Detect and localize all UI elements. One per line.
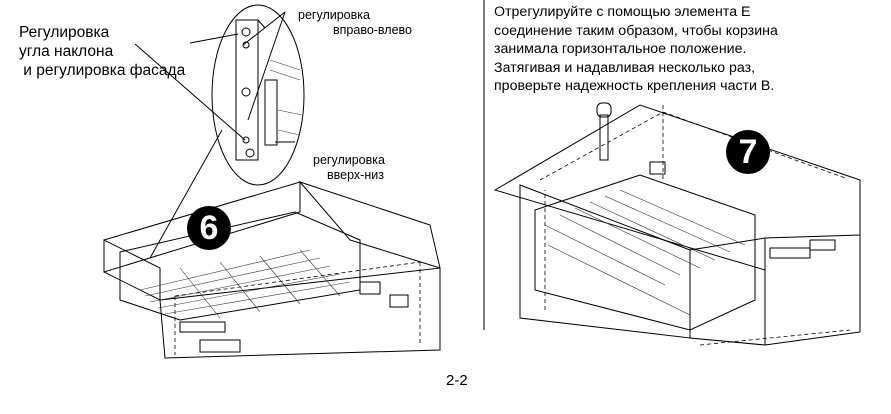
instruction-line: проверьте надежность крепления части В. [494,78,775,94]
instruction-line: занимала горизонтальное положение. [494,41,747,57]
label-up-down-adjustment: регулировка вверх-низ [313,153,385,183]
label-tilt-adjustment: Регулировка угла наклона и регулировка ф… [19,23,185,80]
page-number: 2-2 [446,372,468,389]
instruction-line: Затягивая и надавливая несколько раз, [494,59,756,76]
cabinet-drawing-step6 [103,180,441,359]
label-line: вправо-влево [333,23,412,37]
instruction-line: соединение таким образом, чтобы корзина [494,22,778,39]
label-line: регулировка [298,8,370,22]
step-7-instructions: Отрегулируйте с помощью элемента Е соеди… [494,3,778,96]
label-line: регулировка [313,153,385,167]
label-left-right-adjustment: регулировка вправо-влево [298,8,412,38]
step-7-badge: 7 [726,130,770,174]
step-6-badge: 6 [187,206,231,250]
label-line: Регулировка [19,24,110,41]
label-line: вверх-низ [327,168,384,182]
cabinet-drawing-step7 [493,102,861,346]
instruction-line: Отрегулируйте с помощью элемента Е [494,4,751,20]
detail-zoom-ellipse [211,4,305,186]
label-line: угла наклона [19,43,114,60]
label-line: и регулировка фасада [19,62,186,79]
